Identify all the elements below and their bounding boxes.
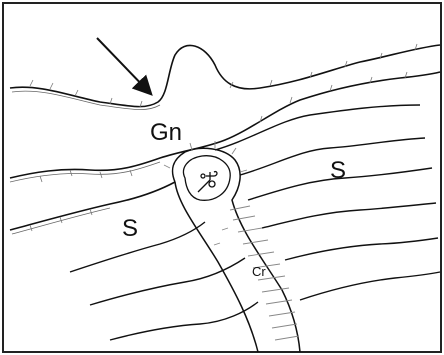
sulcus-line [110, 302, 258, 340]
label-cr: Cr [252, 264, 266, 279]
sulcus-line [10, 182, 175, 230]
upper-gyrus-line [10, 45, 440, 107]
crista-head [184, 156, 231, 201]
sulcus-line [215, 105, 420, 150]
sulcus-line [300, 272, 440, 300]
label-gn: Gn [150, 119, 182, 146]
crista-hatching [164, 141, 299, 340]
sulcus-line [90, 258, 245, 305]
sulcus-line [262, 203, 436, 228]
key-icon [198, 172, 217, 192]
hatch-marks [30, 44, 417, 231]
crista-outline-right [172, 148, 300, 352]
arrow-icon [97, 38, 150, 93]
label-s-left: S [122, 215, 138, 242]
label-s-right: S [330, 157, 346, 184]
sulcus-line [285, 238, 438, 260]
crista-outline-left [175, 182, 258, 352]
border [3, 3, 441, 352]
